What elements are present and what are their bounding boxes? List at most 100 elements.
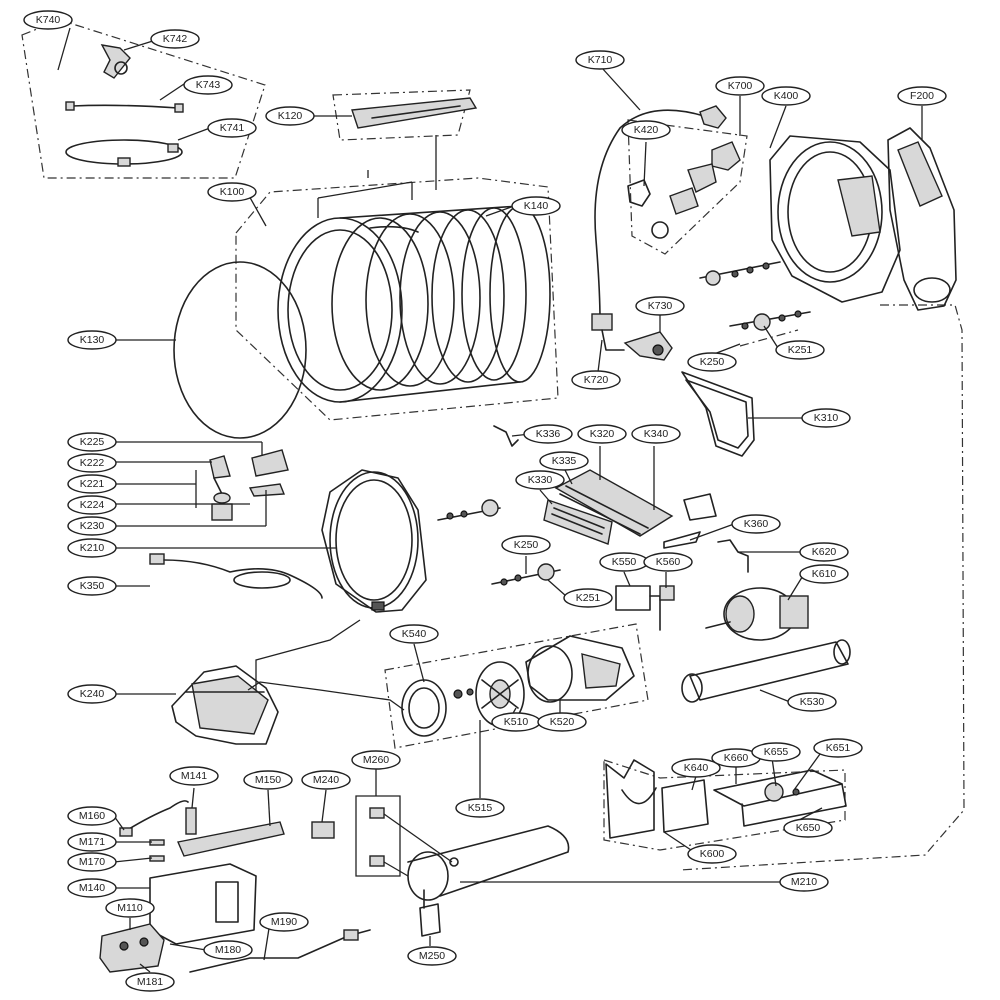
svg-text:K130: K130 [80, 334, 105, 346]
svg-text:F200: F200 [910, 90, 934, 102]
hose-k743 [65, 101, 184, 113]
callout-K510: K510 [491, 712, 541, 732]
callout-K100: K100 [207, 182, 257, 202]
callout-K140: K140 [511, 196, 561, 216]
svg-text:K742: K742 [163, 33, 188, 45]
fitting-k720 [591, 313, 625, 351]
callout-K660: K660 [711, 748, 761, 768]
svg-text:K120: K120 [278, 110, 303, 122]
callout-K550: K550 [599, 552, 649, 572]
callout-K710: K710 [575, 50, 625, 70]
svg-text:K251: K251 [788, 344, 813, 356]
callout-M250: M250 [407, 946, 457, 966]
svg-text:K550: K550 [612, 556, 637, 568]
callout-K221: K221 [67, 474, 117, 494]
svg-text:K620: K620 [812, 546, 837, 558]
y-valve-k742 [100, 44, 131, 79]
rear-plate-k400 [769, 135, 901, 303]
filter-assembly-k320 [554, 469, 674, 537]
callout-M210: M210 [779, 872, 829, 892]
svg-text:K250: K250 [514, 539, 539, 551]
valve-group-k700 [651, 105, 741, 239]
svg-text:M210: M210 [791, 876, 817, 888]
callout-K540: K540 [389, 624, 439, 644]
svg-text:M141: M141 [181, 770, 207, 782]
svg-text:K655: K655 [764, 746, 789, 758]
svg-text:K400: K400 [774, 90, 799, 102]
callout-K720: K720 [571, 370, 621, 390]
svg-text:K710: K710 [588, 54, 613, 66]
callout-M240: M240 [301, 770, 351, 790]
svg-text:K540: K540 [402, 628, 427, 640]
svg-text:M170: M170 [79, 856, 105, 868]
svg-text:K330: K330 [528, 474, 553, 486]
svg-text:K250: K250 [700, 356, 725, 368]
svg-text:K530: K530 [800, 696, 825, 708]
svg-text:K650: K650 [796, 822, 821, 834]
bracket-m140 [149, 863, 257, 945]
callout-K700: K700 [715, 76, 765, 96]
callout-M110: M110 [105, 898, 155, 918]
svg-text:K336: K336 [536, 428, 561, 440]
callout-K515: K515 [455, 798, 505, 818]
svg-text:K743: K743 [196, 79, 221, 91]
svg-text:K230: K230 [80, 520, 105, 532]
svg-text:K720: K720 [584, 374, 609, 386]
callout-K210: K210 [67, 538, 117, 558]
svg-text:K420: K420 [634, 124, 659, 136]
filter-duct-f200 [887, 127, 957, 311]
svg-text:K640: K640 [684, 762, 709, 774]
clip-k420 [627, 179, 651, 207]
callout-K250-mid: K250 [501, 535, 551, 555]
svg-text:K610: K610 [812, 568, 837, 580]
callout-K520: K520 [537, 712, 587, 732]
svg-text:K740: K740 [36, 14, 61, 26]
drum-bracket-k120 [351, 97, 478, 129]
drum-belt-k130 [173, 261, 307, 439]
burner-tube-m150 [177, 821, 285, 857]
tube-k710 [594, 109, 705, 321]
coil-m171 [149, 839, 165, 862]
svg-text:K320: K320 [590, 428, 615, 440]
roller-k250-b [729, 310, 811, 331]
motor-k610 [705, 587, 809, 641]
svg-text:K520: K520 [550, 716, 575, 728]
svg-text:K335: K335 [552, 455, 577, 467]
callout-K651: K651 [813, 738, 863, 758]
hose-k741 [65, 139, 183, 167]
callout-K655: K655 [751, 742, 801, 762]
svg-text:K225: K225 [80, 436, 105, 448]
drum-k140 [277, 205, 551, 403]
callout-K360: K360 [731, 514, 781, 534]
exhaust-duct-k530 [681, 639, 851, 703]
callout-K330: K330 [515, 470, 565, 490]
svg-text:M180: M180 [215, 944, 241, 956]
callout-M181: M181 [125, 972, 175, 992]
fan-k510 [453, 661, 525, 727]
callout-K620: K620 [799, 542, 849, 562]
callout-M190: M190 [259, 912, 309, 932]
svg-text:K515: K515 [468, 802, 493, 814]
svg-text:K560: K560 [656, 556, 681, 568]
svg-text:K600: K600 [700, 848, 725, 860]
svg-text:M181: M181 [137, 976, 163, 988]
callout-M180: M180 [203, 940, 253, 960]
callout-M170: M170 [67, 852, 117, 872]
svg-text:M250: M250 [419, 950, 445, 962]
svg-text:M190: M190 [271, 916, 297, 928]
callout-K740: K740 [23, 10, 73, 30]
motor-mount-k600 [605, 759, 709, 839]
svg-text:K222: K222 [80, 457, 105, 469]
callout-K120: K120 [265, 106, 315, 126]
callout-K240: K240 [67, 684, 117, 704]
filter-frame-k310 [681, 371, 755, 457]
svg-text:M160: M160 [79, 810, 105, 822]
svg-text:K251: K251 [576, 592, 601, 604]
filter-housing-k330 [543, 499, 613, 545]
svg-text:K651: K651 [826, 742, 851, 754]
callout-K530: K530 [787, 692, 837, 712]
harness-k350 [149, 553, 323, 599]
callout-K743: K743 [183, 75, 233, 95]
svg-text:M110: M110 [117, 902, 143, 914]
